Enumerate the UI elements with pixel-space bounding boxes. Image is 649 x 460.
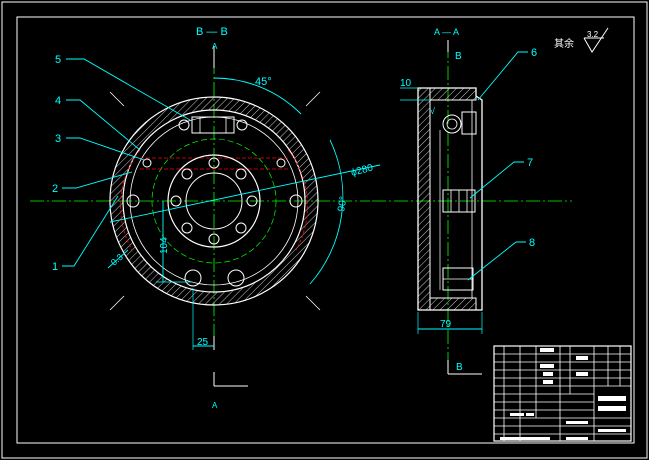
hub-inner bbox=[185, 172, 243, 230]
callout-1: 1 bbox=[52, 261, 58, 273]
callout-leaders-front bbox=[62, 58, 191, 267]
front-view bbox=[30, 46, 381, 387]
roughness-value: 3.2 bbox=[587, 30, 599, 39]
dim-side-top: 10 bbox=[400, 78, 412, 89]
section-bb-title: B — B bbox=[196, 26, 228, 38]
callout-7: 7 bbox=[527, 157, 533, 169]
cut-mark-b-top: B bbox=[455, 51, 462, 62]
title-block-fills bbox=[500, 348, 626, 440]
callout-2: 2 bbox=[52, 183, 58, 195]
cut-mark-a-top: A bbox=[212, 42, 218, 51]
diameter-leader bbox=[109, 164, 381, 223]
dim-width-bottom: 25 bbox=[197, 337, 209, 348]
cut-mark-b-bottom: B bbox=[456, 362, 463, 373]
callout-8: 8 bbox=[529, 237, 535, 249]
hub-outer bbox=[167, 154, 261, 248]
dim-height: 104 bbox=[159, 237, 170, 254]
wheel-cylinder bbox=[191, 116, 235, 134]
dim-surface-mark: √ bbox=[430, 106, 435, 116]
dim-side-width: 79 bbox=[440, 319, 452, 330]
callout-leaders-side bbox=[467, 51, 528, 281]
callout-3: 3 bbox=[55, 133, 61, 145]
roughness-symbol bbox=[583, 27, 609, 53]
dim-angle-90: 90° bbox=[336, 196, 349, 213]
angle-90-arc bbox=[309, 139, 344, 285]
angle-45-arc bbox=[213, 77, 302, 115]
callout-5: 5 bbox=[55, 54, 61, 66]
brake-lining bbox=[120, 149, 141, 251]
roughness-note: 其余 bbox=[554, 37, 574, 50]
cut-mark-a-bottom: A bbox=[212, 401, 218, 410]
section-aa-title: A — A bbox=[434, 27, 459, 37]
callout-6: 6 bbox=[531, 47, 537, 59]
title-block bbox=[493, 345, 632, 442]
drum-ring bbox=[109, 96, 319, 306]
side-view bbox=[372, 27, 609, 375]
callout-4: 4 bbox=[55, 95, 61, 107]
inner-frame bbox=[16, 16, 635, 444]
dim-angle-45: 45° bbox=[255, 76, 272, 88]
bolt-holes bbox=[126, 157, 303, 287]
dim-diameter: ϕ280 bbox=[350, 162, 375, 179]
